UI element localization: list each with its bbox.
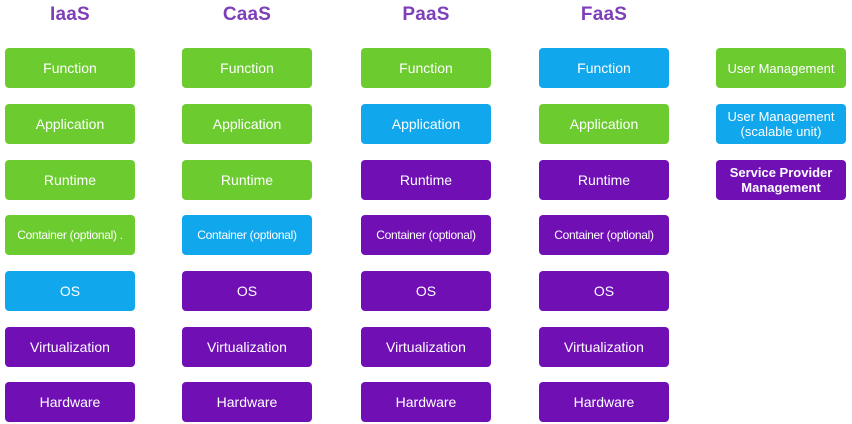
paas-layer-virtualization: Virtualization [361,327,491,367]
paas-layer-function: Function [361,48,491,88]
paas-layer-container: Container (optional) [361,215,491,255]
iaas-layer-application: Application [5,104,135,144]
faas-layer-application: Application [539,104,669,144]
legend-user-management: User Management [716,48,846,88]
iaas-layer-function: Function [5,48,135,88]
iaas-layer-container: Container (optional) . [5,215,135,255]
faas-layer-virtualization: Virtualization [539,327,669,367]
column-title-paas: PaaS [402,4,450,25]
caas-layer-runtime: Runtime [182,160,312,200]
caas-layer-container: Container (optional) [182,215,312,255]
caas-layer-hardware: Hardware [182,382,312,422]
paas-layer-application: Application [361,104,491,144]
paas-layer-hardware: Hardware [361,382,491,422]
iaas-layer-os: OS [5,271,135,311]
paas-layer-os: OS [361,271,491,311]
iaas-layer-virtualization: Virtualization [5,327,135,367]
column-title-faas: FaaS [580,4,628,25]
faas-layer-function: Function [539,48,669,88]
paas-layer-runtime: Runtime [361,160,491,200]
faas-layer-os: OS [539,271,669,311]
caas-layer-function: Function [182,48,312,88]
column-title-caas: CaaS [222,4,272,25]
caas-layer-virtualization: Virtualization [182,327,312,367]
caas-layer-os: OS [182,271,312,311]
caas-layer-application: Application [182,104,312,144]
iaas-layer-runtime: Runtime [5,160,135,200]
legend-service-provider-management: Service Provider Management [716,160,846,200]
faas-layer-hardware: Hardware [539,382,669,422]
iaas-layer-hardware: Hardware [5,382,135,422]
faas-layer-runtime: Runtime [539,160,669,200]
faas-layer-container: Container (optional) [539,215,669,255]
legend-user-management-scalable-unit: User Management (scalable unit) [716,104,846,144]
column-title-iaas: IaaS [50,4,90,25]
